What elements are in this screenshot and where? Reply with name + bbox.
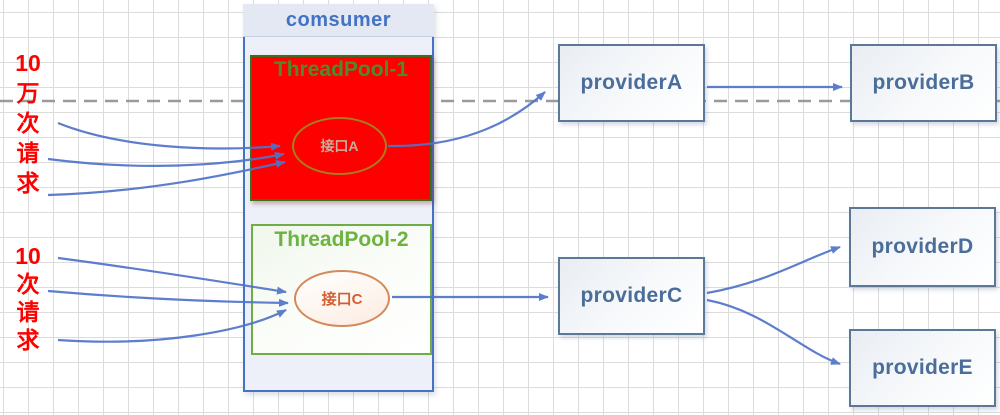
arrow-provider-c-to-provider-e: [706, 298, 841, 366]
provider-e-box: providerE: [849, 329, 996, 407]
interface-c-ellipse: 接口C: [294, 270, 390, 327]
threadpool1-label: ThreadPool-1: [273, 58, 409, 81]
interface-a-label: 接口A: [320, 138, 359, 154]
annotation-line: 次: [16, 110, 40, 136]
annotation-10-requests: 10 次 请 求: [8, 242, 48, 354]
annotation-line: 求: [16, 327, 40, 353]
arrow-provider-c-to-provider-d: [706, 245, 841, 295]
annotation-100k-requests: 10 万 次 请 求: [8, 48, 48, 198]
annotation-line: 次: [16, 271, 40, 297]
provider-b-box: providerB: [850, 44, 997, 122]
threadpool2-label: ThreadPool-2: [274, 228, 409, 251]
annotation-line: 求: [16, 170, 40, 196]
annotation-line: 请: [16, 140, 40, 166]
provider-c-box: providerC: [558, 257, 705, 335]
annotation-line: 请: [16, 299, 40, 325]
interface-a-ellipse: 接口A: [292, 117, 387, 175]
annotation-line: 10: [15, 50, 41, 76]
provider-a-box: providerA: [558, 44, 705, 122]
annotation-line: 10: [15, 243, 41, 269]
interface-c-label: 接口C: [321, 291, 363, 308]
consumer-title: comsumer: [243, 4, 434, 37]
provider-d-box: providerD: [849, 207, 996, 287]
annotation-line: 万: [16, 80, 40, 106]
